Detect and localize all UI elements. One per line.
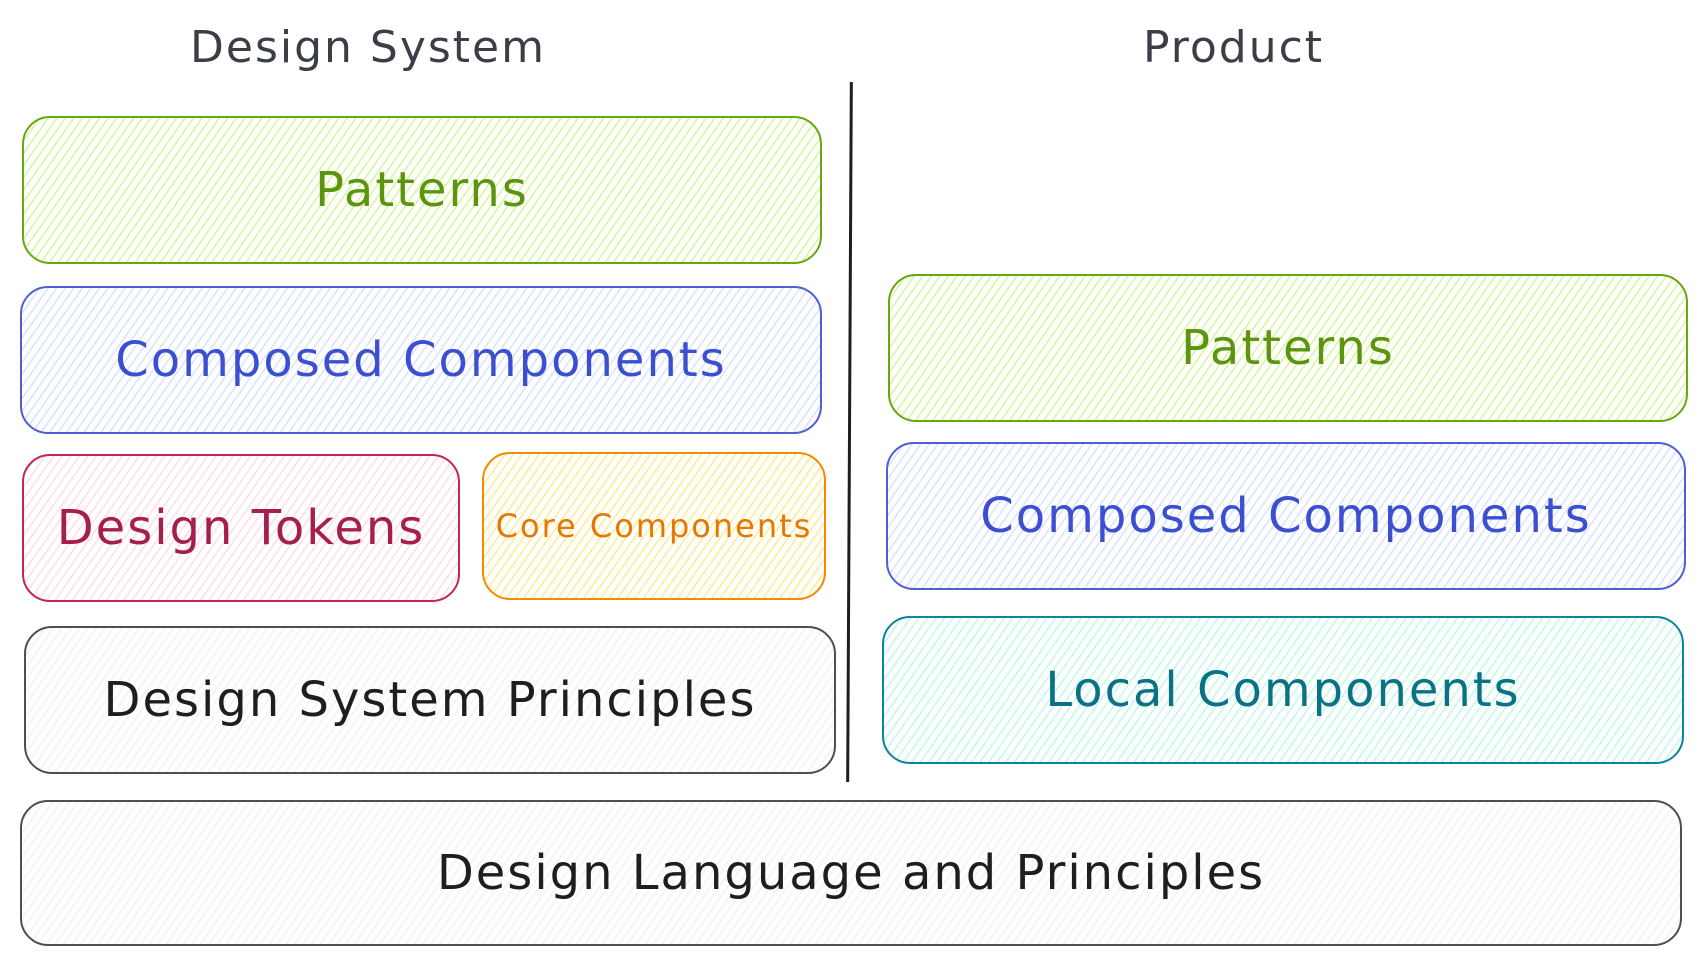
product-composed-components-box: Composed Components bbox=[886, 442, 1686, 590]
design-language-box: Design Language and Principles bbox=[20, 800, 1682, 946]
product-heading: Product bbox=[1143, 22, 1325, 73]
product-composed-components-label: Composed Components bbox=[980, 488, 1592, 544]
product-local-components-box: Local Components bbox=[882, 616, 1684, 764]
ds-core-components-label: Core Components bbox=[495, 507, 813, 545]
design-language-label: Design Language and Principles bbox=[436, 845, 1266, 901]
ds-composed-components-label: Composed Components bbox=[115, 332, 727, 388]
ds-principles-label: Design System Principles bbox=[103, 672, 757, 728]
ds-design-tokens-label: Design Tokens bbox=[56, 500, 426, 556]
ds-patterns-box: Patterns bbox=[22, 116, 822, 264]
ds-design-tokens-box: Design Tokens bbox=[22, 454, 460, 602]
product-local-components-label: Local Components bbox=[1045, 662, 1521, 718]
product-patterns-box: Patterns bbox=[888, 274, 1688, 422]
ds-principles-box: Design System Principles bbox=[24, 626, 836, 774]
product-patterns-label: Patterns bbox=[1181, 320, 1395, 376]
ds-core-components-box: Core Components bbox=[482, 452, 826, 600]
column-divider bbox=[846, 81, 853, 783]
design-system-heading: Design System bbox=[190, 22, 546, 73]
ds-patterns-label: Patterns bbox=[315, 162, 529, 218]
ds-composed-components-box: Composed Components bbox=[20, 286, 822, 434]
